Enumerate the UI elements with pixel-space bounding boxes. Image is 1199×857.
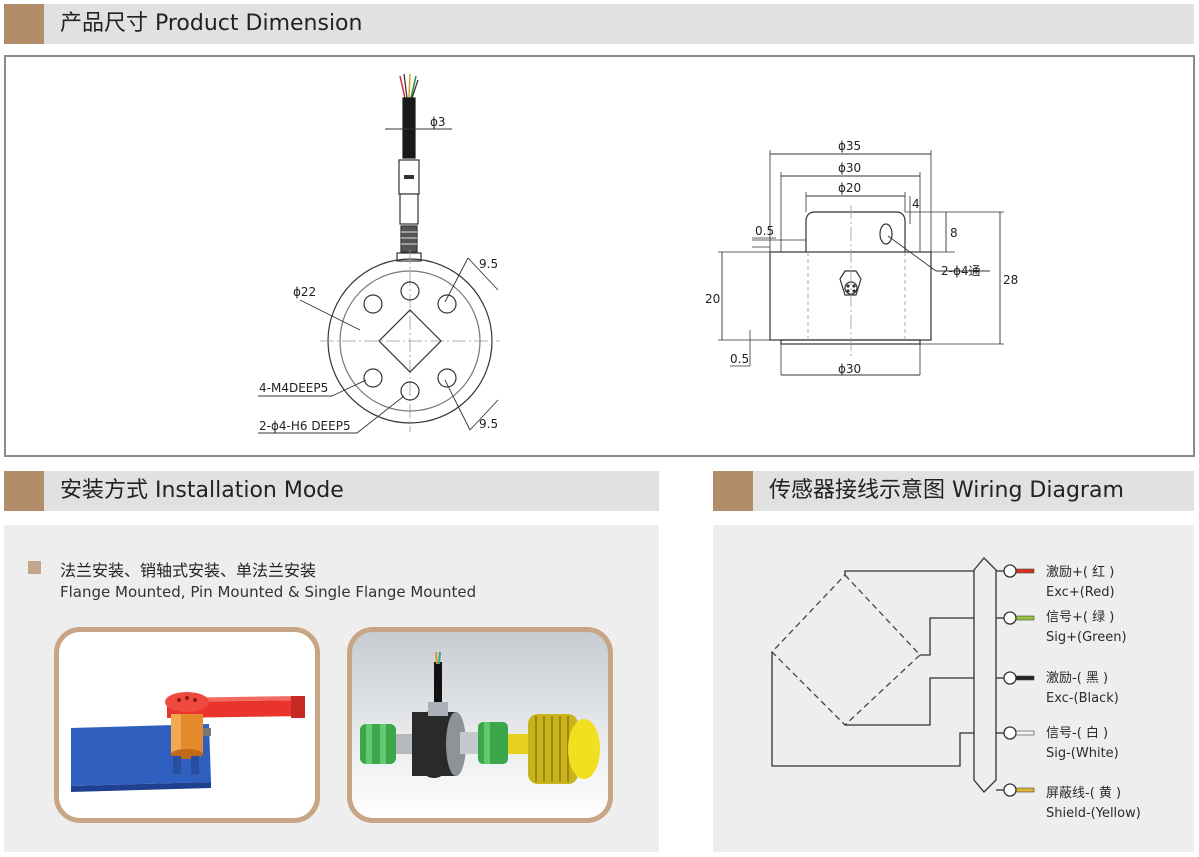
through-holes-label: 2-ϕ4通 [941, 264, 981, 278]
dia-35-label: ϕ35 [838, 139, 861, 153]
dimension-header: 产品尺寸 Product Dimension [4, 4, 1194, 44]
installation-header: 安装方式 Installation Mode [4, 471, 659, 511]
wire-label-en: Exc+(Red) [1046, 585, 1115, 600]
dia-30-top-label: ϕ30 [838, 161, 861, 175]
wire-label-en: Shield-(Yellow) [1046, 806, 1141, 821]
pin-mount-illustration [347, 627, 613, 823]
wire-label-cn: 激励-( 黑 ) [1046, 671, 1109, 686]
left-view [258, 73, 500, 434]
right-view [718, 150, 1004, 376]
wire-label-exc-minus: 激励-( 黑 ) Exc-(Black) [1046, 669, 1119, 709]
outer-dia-label: ϕ22 [293, 285, 316, 299]
header-accent-chip [4, 471, 44, 511]
installation-panel: 法兰安装、销轴式安装、单法兰安装 Flange Mounted, Pin Mou… [4, 525, 659, 852]
cable-dia-label: ϕ3 [430, 115, 446, 129]
dia-30-bottom-label: ϕ30 [838, 362, 861, 376]
wiring-panel: 激励+( 红 ) Exc+(Red) 信号+( 绿 ) Sig+(Green) … [713, 525, 1194, 852]
install-modes-cn: 法兰安装、销轴式安装、单法兰安装 [60, 561, 317, 580]
pin-holes-label: 2-ϕ4-H6 DEEP5 [259, 419, 351, 433]
wire-terminal-icon [1003, 783, 1035, 797]
dim-05-bottom-label: 0.5 [730, 352, 749, 366]
dimension-title: 产品尺寸 Product Dimension [60, 11, 363, 36]
wire-terminal-icon [1003, 564, 1035, 578]
wire-label-cn: 激励+( 红 ) [1046, 565, 1115, 580]
wire-label-exc-plus: 激励+( 红 ) Exc+(Red) [1046, 563, 1115, 603]
wire-label-sig-minus: 信号-( 白 ) Sig-(White) [1046, 724, 1119, 764]
wiring-diagram [771, 557, 1035, 797]
offset-bottom-label: 9.5 [479, 417, 498, 431]
height-28-label: 28 [1003, 273, 1018, 287]
wire-terminal-icon [1003, 671, 1035, 685]
wiring-header: 传感器接线示意图 Wiring Diagram [713, 471, 1194, 511]
wire-label-en: Sig+(Green) [1046, 630, 1127, 645]
dim-8-label: 8 [950, 226, 958, 240]
dimension-drawing: ϕ3 ϕ22 9.5 9.5 4-M4DEEP5 2-ϕ4-H6 DEEP5 [4, 55, 1195, 457]
wire-terminal-icon [1003, 726, 1035, 740]
dim-4-label: 4 [912, 197, 920, 211]
dia-20-label: ϕ20 [838, 181, 861, 195]
dimension-drawing-panel: ϕ3 ϕ22 9.5 9.5 4-M4DEEP5 2-ϕ4-H6 DEEP5 [4, 55, 1195, 457]
install-modes-en: Flange Mounted, Pin Mounted & Single Fla… [60, 583, 477, 601]
header-accent-chip [713, 471, 753, 511]
wire-label-cn: 信号+( 绿 ) [1046, 610, 1115, 625]
flange-mount-illustration [54, 627, 320, 823]
threaded-holes-label: 4-M4DEEP5 [259, 381, 328, 395]
wire-label-en: Sig-(White) [1046, 746, 1119, 761]
wiring-title: 传感器接线示意图 Wiring Diagram [769, 478, 1124, 503]
installation-title: 安装方式 Installation Mode [60, 478, 344, 503]
height-20-label: 20 [705, 292, 720, 306]
bullet-square [28, 561, 41, 574]
wire-label-cn: 屏蔽线-( 黄 ) [1046, 786, 1122, 801]
wire-label-shield: 屏蔽线-( 黄 ) Shield-(Yellow) [1046, 784, 1141, 824]
dim-05-top-label: 0.5 [755, 224, 774, 238]
wire-label-cn: 信号-( 白 ) [1046, 726, 1109, 741]
header-accent-chip [4, 4, 44, 44]
wire-label-sig-plus: 信号+( 绿 ) Sig+(Green) [1046, 608, 1127, 648]
wire-label-en: Exc-(Black) [1046, 691, 1119, 706]
wire-terminal-icon [1003, 611, 1035, 625]
offset-top-label: 9.5 [479, 257, 498, 271]
